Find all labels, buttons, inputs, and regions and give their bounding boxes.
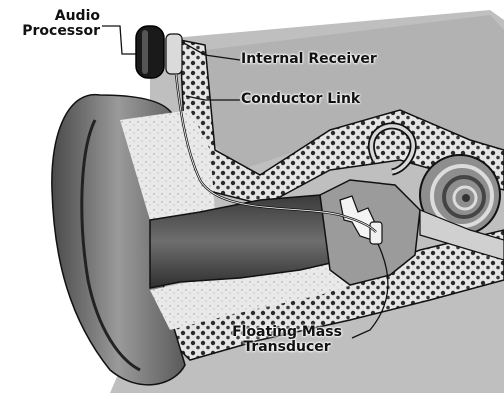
label-audio-processor-line-2: Processor xyxy=(4,24,100,39)
label-internal-receiver: Internal Receiver xyxy=(241,52,377,67)
internal-receiver-device xyxy=(166,34,182,74)
label-audio-processor: Audio Processor xyxy=(4,9,100,39)
audio-processor-device xyxy=(136,26,164,78)
label-floating-mass-transducer: Floating Mass Transducer xyxy=(225,325,349,355)
label-audio-processor-line-1: Audio xyxy=(4,9,100,24)
label-conductor-link: Conductor Link xyxy=(241,92,360,107)
floating-mass-transducer-device xyxy=(370,222,382,244)
label-floating-mass-line-1: Floating Mass xyxy=(225,325,349,340)
label-floating-mass-line-2: Transducer xyxy=(225,340,349,355)
leader-line-audio-processor xyxy=(102,26,136,54)
